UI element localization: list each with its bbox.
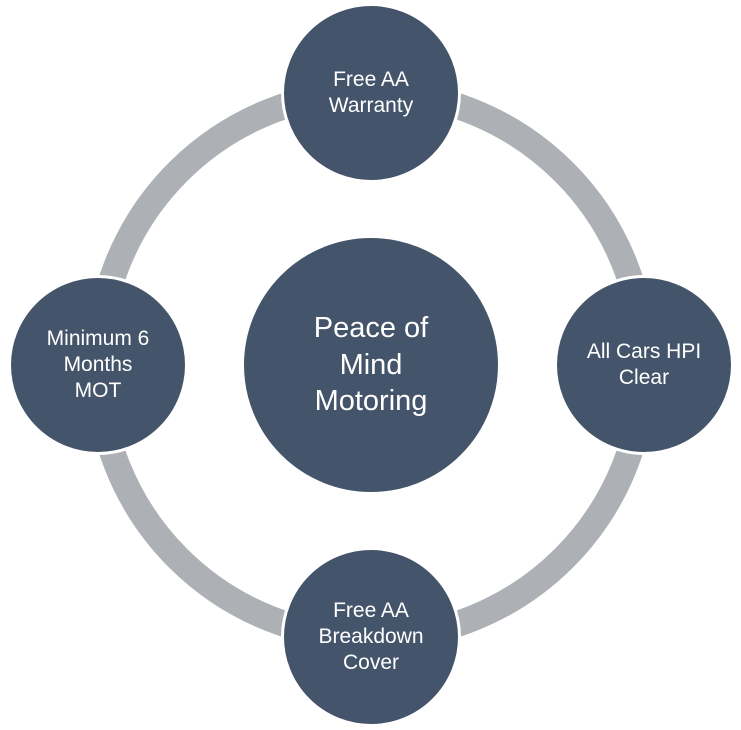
node-bottom: Free AA Breakdown Cover — [281, 547, 461, 727]
node-top-label: Free AA Warranty — [328, 67, 414, 117]
center-circle: Peace of Mind Motoring — [241, 235, 501, 495]
center-label: Peace of Mind Motoring — [313, 311, 429, 418]
node-bottom-label: Free AA Breakdown Cover — [318, 598, 424, 675]
node-left: Minimum 6 Months MOT — [8, 275, 188, 455]
node-left-label: Minimum 6 Months MOT — [46, 326, 150, 403]
node-right-label: All Cars HPI Clear — [586, 339, 702, 389]
node-top: Free AA Warranty — [281, 3, 461, 183]
node-right: All Cars HPI Clear — [554, 275, 734, 455]
